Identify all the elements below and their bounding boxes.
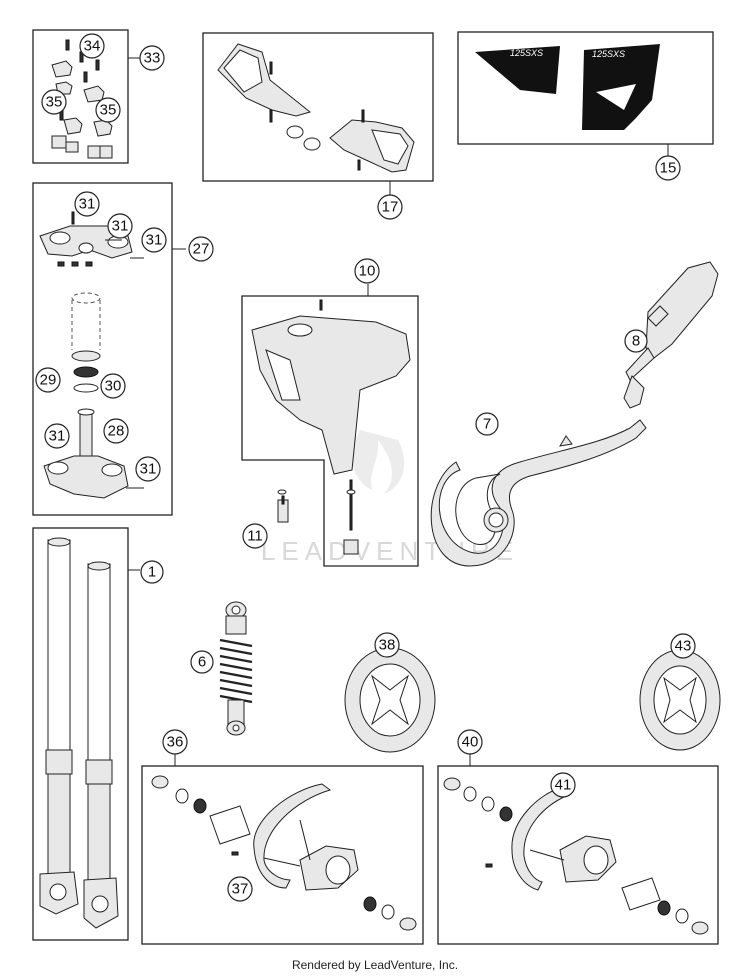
svg-text:31: 31	[146, 232, 163, 249]
svg-text:29: 29	[40, 372, 57, 389]
callout-38[interactable]: 38	[374, 632, 400, 658]
callout-31-a[interactable]: 31	[74, 191, 100, 217]
callout-15[interactable]: 15	[655, 155, 681, 181]
svg-text:1: 1	[148, 564, 156, 581]
svg-text:43: 43	[675, 638, 692, 655]
group-1-front-fork	[32, 527, 140, 941]
callout-31-d[interactable]: 31	[44, 423, 70, 449]
svg-text:31: 31	[112, 218, 129, 235]
svg-text:34: 34	[84, 38, 101, 55]
svg-text:31: 31	[140, 461, 157, 478]
callout-6[interactable]: 6	[190, 650, 214, 674]
callout-27[interactable]: 27	[188, 236, 214, 262]
group-36-front-wheel	[141, 754, 424, 945]
svg-text:28: 28	[108, 423, 125, 440]
callout-11[interactable]: 11	[242, 523, 268, 549]
svg-text:7: 7	[483, 416, 491, 433]
callout-29[interactable]: 29	[35, 367, 61, 393]
callout-28[interactable]: 28	[103, 418, 129, 444]
callout-1[interactable]: 1	[140, 560, 164, 584]
svg-text:33: 33	[144, 50, 161, 67]
callout-34[interactable]: 34	[79, 33, 105, 59]
svg-text:31: 31	[79, 196, 96, 213]
svg-text:10: 10	[359, 263, 376, 280]
group-27-triple-clamp	[32, 182, 186, 516]
group-15-decals: 125SXS 125SXS	[457, 31, 714, 156]
callout-40[interactable]: 40	[457, 729, 483, 755]
callout-35-a[interactable]: 35	[41, 89, 67, 115]
callout-41[interactable]: 41	[550, 772, 576, 798]
svg-text:36: 36	[167, 734, 184, 751]
callout-31-b[interactable]: 31	[107, 213, 133, 239]
callout-31-e[interactable]: 31	[135, 456, 161, 482]
svg-text:8: 8	[632, 333, 640, 350]
callout-33[interactable]: 33	[139, 45, 165, 71]
callout-35-b[interactable]: 35	[95, 97, 121, 123]
part-38-front-brake-disc	[344, 647, 436, 753]
svg-text:27: 27	[193, 241, 210, 258]
callout-31-c[interactable]: 31	[141, 227, 167, 253]
svg-text:31: 31	[49, 428, 66, 445]
callout-37[interactable]: 37	[227, 876, 253, 902]
callout-17[interactable]: 17	[377, 194, 403, 220]
group-40-rear-wheel	[437, 754, 719, 945]
callout-8[interactable]: 8	[624, 329, 648, 353]
svg-text:37: 37	[232, 881, 249, 898]
group-10-fuel-tank	[241, 284, 419, 567]
part-7-exhaust-pipe	[430, 419, 647, 567]
callout-7[interactable]: 7	[475, 412, 499, 436]
svg-text:35: 35	[46, 94, 63, 111]
part-11-petcock	[277, 489, 289, 523]
svg-text:41: 41	[555, 777, 572, 794]
part-6-rear-shock	[219, 601, 253, 736]
svg-text:11: 11	[247, 528, 263, 545]
callout-30[interactable]: 30	[100, 373, 126, 399]
callout-10[interactable]: 10	[354, 258, 380, 284]
svg-text:38: 38	[379, 637, 396, 654]
svg-text:35: 35	[100, 102, 117, 119]
group-17-handguards	[202, 32, 434, 196]
svg-text:6: 6	[198, 654, 206, 671]
svg-text:17: 17	[382, 199, 399, 216]
svg-text:15: 15	[660, 160, 677, 177]
svg-text:30: 30	[105, 378, 122, 395]
part-43-rear-brake-disc	[639, 649, 721, 751]
decal-text-left: 125SXS	[510, 48, 543, 58]
callout-36[interactable]: 36	[162, 729, 188, 755]
footer-credit: Rendered by LeadVenture, Inc.	[291, 958, 459, 972]
part-8-silencer	[623, 261, 719, 409]
callout-43[interactable]: 43	[670, 633, 696, 659]
decal-text-right: 125SXS	[592, 49, 625, 59]
group-33-clamps	[32, 29, 140, 164]
svg-text:40: 40	[462, 734, 479, 751]
